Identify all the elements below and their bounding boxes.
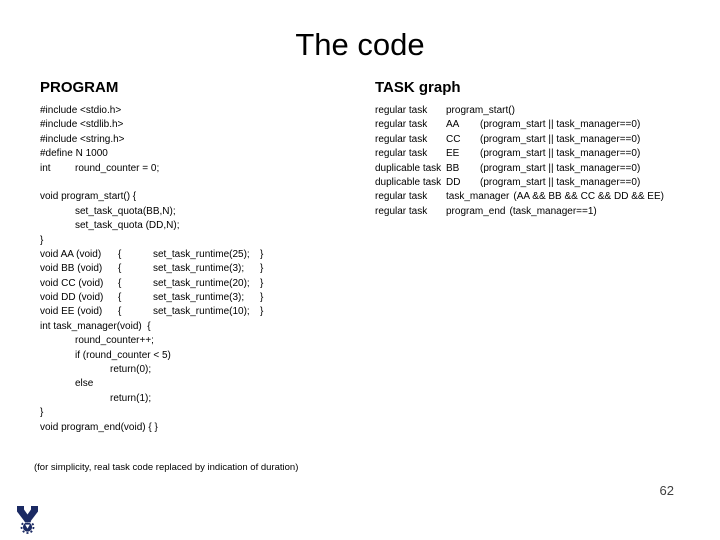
code-line: #include <stdio.h> (40, 105, 122, 116)
task-type: duplicable task (375, 162, 442, 174)
code-line: #include <stdlib.h> (40, 119, 124, 131)
task-condition: (program_start || task_manager==0) (480, 162, 641, 174)
code-col: void DD (void) (40, 292, 104, 304)
footnote: (for simplicity, real task code replaced… (34, 462, 299, 473)
code-col: { (118, 306, 122, 318)
code-col: set_task_runtime(3); (153, 292, 245, 304)
task-name: program_start() (446, 105, 515, 116)
code-line: #include <string.h> (40, 133, 125, 145)
code-col: set_task_runtime(20); (153, 277, 250, 289)
university-logo-icon (15, 506, 40, 534)
code-col: void CC (void) (40, 277, 104, 289)
task-condition: (AA && BB && CC && DD && EE) (513, 191, 664, 203)
code-col: set_task_runtime(25); (153, 248, 250, 260)
task-type: duplicable task (375, 176, 442, 188)
task-type: regular task (375, 205, 428, 217)
task-name: task_manager (446, 191, 510, 203)
code-text: round_counter = 0; (75, 162, 160, 174)
code-line: void CC (void) { set_task_runtime(20);} (40, 277, 263, 291)
code-col: void AA (void) (40, 248, 102, 260)
code-line: void program_start() { (40, 191, 137, 203)
code-col: { (118, 292, 122, 304)
code-line: set_task_quota (DD,N); (75, 220, 180, 232)
code-line: int task_manager(void) { (40, 320, 151, 332)
task-row: regular task task_manager(AA && BB && CC … (375, 190, 664, 204)
code-col: set_task_runtime(3); (153, 263, 245, 275)
code-col: void EE (void) (40, 306, 103, 318)
code-col: } (260, 277, 264, 289)
task-row: regular task EE (program_start || task_man… (375, 147, 664, 161)
task-row: duplicable task DD (program_start || task_… (375, 176, 664, 190)
task-type: regular task (375, 105, 428, 116)
code-line: #define N 1000 (40, 148, 108, 160)
code-col: } (260, 306, 264, 318)
code-col: { (118, 277, 122, 289)
code-line: set_task_quota(BB,N); (75, 205, 176, 217)
code-line: } (40, 234, 44, 246)
task-row: regular task program_end(task_manager==1) (375, 205, 664, 219)
task-condition: (task_manager==1) (509, 205, 597, 217)
task-graph-block: regular task program_start() regular task… (375, 104, 664, 219)
page-number: 62 (659, 483, 674, 498)
task-name: program_end (446, 205, 506, 217)
code-line: round_counter++; (75, 335, 154, 347)
code-col: set_task_runtime(10); (153, 306, 250, 318)
task-name: EE (446, 148, 460, 160)
task-type: regular task (375, 119, 428, 131)
code-col: { (118, 248, 122, 260)
code-line: void AA (void) { set_task_runtime(25);} (40, 248, 263, 262)
code-line: void program_end(void) { } (40, 421, 158, 433)
code-line: void EE (void) { set_task_runtime(10);} (40, 305, 263, 319)
code-line-blank (40, 176, 263, 190)
task-row: regular task program_start() (375, 104, 664, 118)
slide-title: The code (295, 27, 425, 62)
code-line: return(1); (110, 392, 152, 404)
task-type: regular task (375, 133, 428, 145)
code-keyword: int (40, 162, 51, 174)
code-line: else (75, 378, 94, 390)
code-col: } (260, 292, 264, 304)
program-code-block: #include <stdio.h> #include <stdlib.h> #… (40, 104, 263, 435)
task-type: regular task (375, 148, 428, 160)
code-col: { (118, 263, 122, 275)
task-condition: (program_start || task_manager==0) (480, 119, 641, 131)
code-col: } (260, 248, 264, 260)
task-name: CC (446, 133, 461, 145)
code-line: return(0); (110, 364, 152, 376)
task-name: AA (446, 119, 460, 131)
code-col: void BB (void) (40, 263, 103, 275)
task-name: DD (446, 176, 461, 188)
code-line: void DD (void) { set_task_runtime(3);} (40, 291, 263, 305)
task-row: duplicable task BB (program_start || task_… (375, 162, 664, 176)
task-name: BB (446, 162, 460, 174)
code-col: } (260, 263, 264, 275)
program-heading: PROGRAM (40, 79, 119, 96)
task-row: regular task AA (program_start || task_man… (375, 118, 664, 132)
code-line: int round_counter = 0; (40, 162, 263, 176)
code-line: if (round_counter < 5) (75, 349, 171, 361)
task-graph-heading: TASK graph (375, 79, 461, 96)
task-condition: (program_start || task_manager==0) (480, 148, 641, 160)
code-line: } (40, 407, 44, 419)
code-line: void BB (void) { set_task_runtime(3);} (40, 262, 263, 276)
task-condition: (program_start || task_manager==0) (480, 176, 641, 188)
task-condition: (program_start || task_manager==0) (480, 133, 641, 145)
task-type: regular task (375, 191, 428, 203)
task-row: regular task CC (program_start || task_man… (375, 133, 664, 147)
